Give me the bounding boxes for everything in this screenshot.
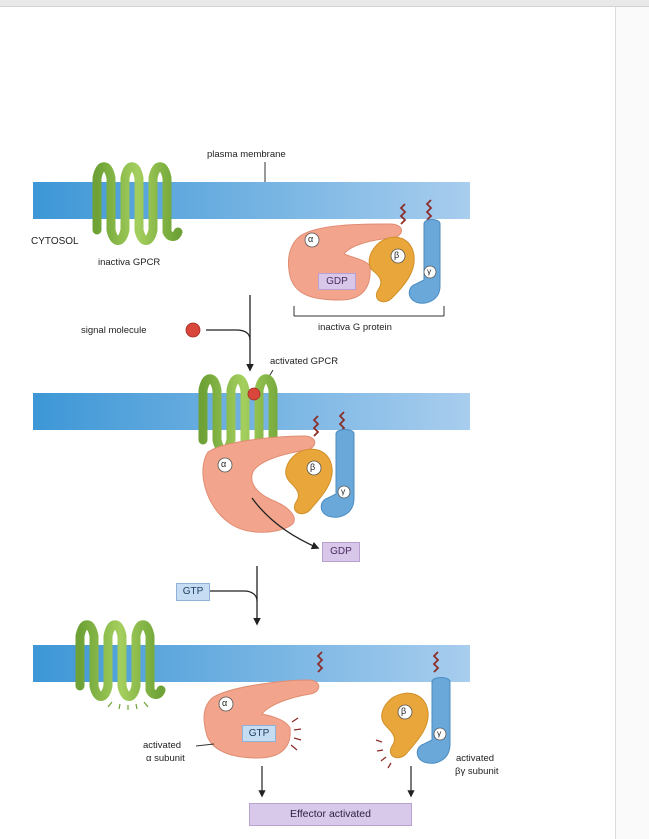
alpha-symbol-1: α (308, 234, 314, 244)
beta-subunit-shape-3 (381, 692, 429, 759)
gamma-subunit-shape-3 (416, 677, 451, 764)
lipid-anchor-alpha-3 (316, 651, 324, 673)
activated-alpha-label-line2: α subunit (146, 753, 185, 764)
alpha-subunit-shape-2 (202, 435, 316, 533)
alpha-label-circle-2 (217, 457, 233, 473)
signal-molecule-icon (185, 322, 201, 338)
signal-molecule-arrow (206, 329, 251, 341)
alpha-subunit-shape-3 (203, 679, 320, 759)
membrane-stage3 (33, 645, 470, 682)
receptor-release-marks (107, 701, 149, 710)
beta-symbol-3: β (401, 706, 407, 716)
beta-label-circle-3 (397, 704, 413, 720)
lipid-anchor-gamma-2 (338, 411, 346, 433)
inactive-g-protein-label: inactiva G protein (318, 322, 392, 333)
activated-alpha-subunit (203, 651, 324, 759)
lipid-anchor-alpha-2 (312, 415, 320, 437)
gpcr-diagram (33, 162, 470, 798)
gamma-label-circle-2 (337, 485, 351, 499)
gdp-box-stage1: GDP (318, 273, 356, 290)
gamma-label-circle-1 (423, 265, 437, 279)
beta-subunit-shape-1 (368, 236, 415, 303)
alpha-label-circle-3 (218, 696, 234, 712)
alpha-label-circle-1 (304, 232, 320, 248)
membrane-stage1 (33, 182, 470, 219)
activated-gpcr-label: activated GPCR (270, 356, 339, 367)
inactive-g-protein (287, 199, 445, 317)
right-frame-edge (615, 7, 649, 839)
gamma-subunit-shape-1 (408, 219, 441, 304)
lipid-anchor-gamma-3 (432, 651, 440, 673)
activated-g-protein-complex (202, 411, 355, 533)
gpcr-stage3-receptor (75, 620, 166, 701)
lipid-anchor-alpha-1 (399, 203, 407, 225)
alpha-symbol-3: α (222, 698, 228, 708)
beta-label-circle-2 (306, 460, 322, 476)
beta-gamma-activation-marks (375, 739, 392, 769)
beta-symbol-1: β (394, 250, 400, 260)
gamma-symbol-1: γ (427, 266, 432, 276)
gamma-symbol-2: γ (341, 486, 346, 496)
gamma-symbol-3: γ (437, 728, 442, 738)
inactive-gpcr-receptor (92, 162, 183, 245)
gtp-box-incoming: GTP (176, 583, 210, 601)
effector-activated-box: Effector activated (249, 803, 412, 826)
beta-label-circle-1 (390, 248, 406, 264)
gamma-label-circle-3 (433, 727, 447, 741)
beta-symbol-2: β (310, 462, 316, 472)
window-top-bar (0, 0, 649, 7)
alpha-label-pointer (195, 743, 215, 747)
plasma-membrane-label: plasma membrane (207, 149, 286, 160)
cytosol-label: CYTOSOL (31, 236, 79, 247)
bound-signal-molecule (247, 387, 261, 401)
activated-alpha-label-line1: activated (143, 740, 182, 751)
activated-gpcr-receptor (198, 374, 289, 455)
inactive-gpcr-label: inactiva GPCR (98, 257, 161, 268)
alpha-symbol-2: α (221, 459, 227, 469)
alpha-activation-marks (290, 717, 302, 751)
activated-bg-label-line1: activated (456, 753, 495, 764)
signal-molecule-label: signal molecule (81, 325, 147, 336)
gtp-entry-arrow (210, 590, 258, 602)
gtp-box-bound: GTP (242, 725, 276, 742)
activated-beta-gamma-subunit (375, 651, 451, 769)
activated-bg-label-line2: βγ subunit (455, 766, 499, 777)
gdp-box-released: GDP (322, 542, 360, 562)
gdp-release-arrow (251, 497, 320, 550)
lipid-anchor-gamma-1 (425, 199, 433, 221)
